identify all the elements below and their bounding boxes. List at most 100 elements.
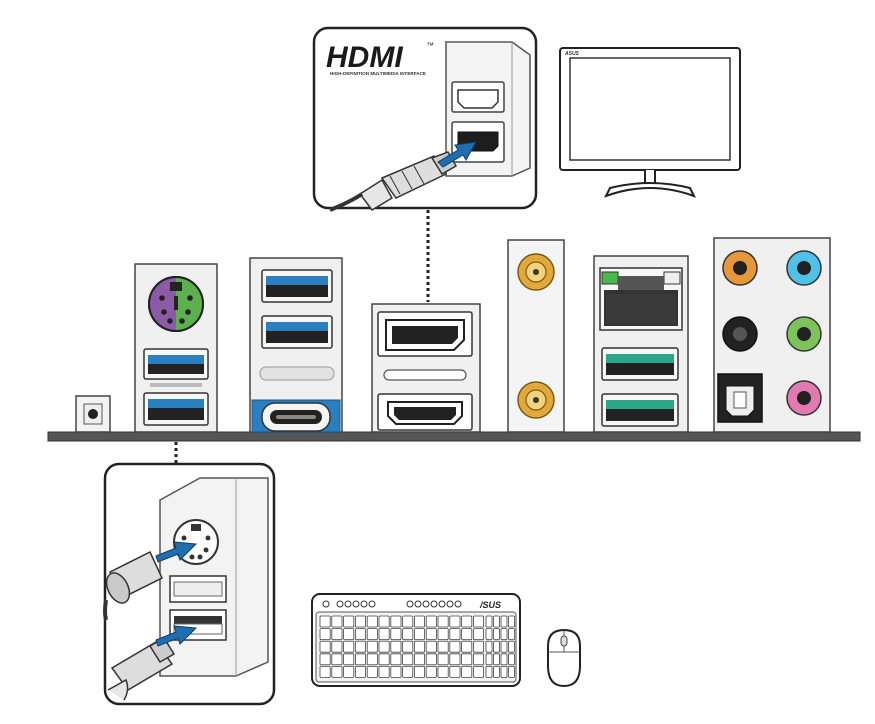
mouse-icon [547, 628, 581, 688]
hdmi-callout: HDMI ™ HIGH-DEFINITION MULTIMEDIA INTERF… [312, 26, 538, 212]
antenna-connector-icon [517, 253, 555, 291]
hdmi-arrow-icon [437, 141, 477, 168]
keyboard-key [437, 615, 449, 628]
audio-jack-icon [786, 380, 822, 416]
numpad-key [508, 615, 515, 628]
keyboard-key [437, 666, 449, 678]
keyboard-key [319, 628, 331, 640]
keyboard-key [354, 615, 366, 628]
ps2-arrow-icon [155, 541, 198, 563]
keyboard-key [331, 666, 343, 678]
keyboard-brand: /SUS [479, 600, 501, 610]
monitor-brand: ASUS [564, 51, 580, 57]
keyboard-key [461, 628, 473, 640]
hdmi-trademark: ™ [426, 41, 434, 50]
keyboard-key [378, 653, 390, 666]
motherboard-edge [47, 431, 861, 442]
keyboard-key [319, 615, 331, 628]
numpad-key [508, 653, 515, 666]
hdmi-logo-text: HDMI [326, 41, 403, 74]
keyboard-key [331, 615, 343, 628]
keyboard-key [343, 615, 355, 628]
keyboard-key [413, 653, 425, 666]
keyboard-key [402, 653, 414, 666]
keyboard-key [425, 666, 437, 678]
keyboard-key [461, 666, 473, 678]
numpad-key [493, 615, 500, 628]
keyboard-key [378, 640, 390, 653]
keyboard-key [366, 666, 378, 678]
keyboard-icon: /SUS [311, 593, 521, 687]
usb-a-port-icon [601, 347, 679, 381]
keyboard-key [378, 628, 390, 640]
audio-jack-icon [722, 316, 758, 352]
numpad-key [508, 640, 515, 653]
ethernet-port-icon [599, 267, 683, 331]
keyboard-key [390, 640, 402, 653]
numpad-key [500, 628, 508, 640]
antenna-connector-icon [517, 381, 555, 419]
keyboard-key [402, 666, 414, 678]
usb-a-port-icon [601, 393, 679, 427]
numpad-key [493, 666, 500, 678]
keyboard-key [366, 615, 378, 628]
audio-jack-icon [722, 250, 758, 286]
ps2-combo-port-icon [148, 276, 204, 332]
hdmi-tagline: HIGH-DEFINITION MULTIMEDIA INTERFACE [330, 71, 426, 76]
keyboard-key [366, 653, 378, 666]
keyboard-key [461, 640, 473, 653]
keyboard-key [413, 666, 425, 678]
keyboard-key [402, 615, 414, 628]
numpad-key [500, 666, 508, 678]
numpad-key [508, 628, 515, 640]
keyboard-key [331, 653, 343, 666]
rear-io-panel [47, 237, 861, 464]
numpad-key [485, 666, 493, 678]
keyboard-key [413, 615, 425, 628]
keyboard-key [413, 628, 425, 640]
keyboard-key [378, 615, 390, 628]
keyboard-key [413, 640, 425, 653]
video-output-module [371, 303, 481, 433]
numpad-key [508, 666, 515, 678]
keyboard-key [390, 615, 402, 628]
usb-a-port-icon [261, 315, 333, 349]
hdmi-port-icon [377, 393, 473, 431]
keyboard-key [472, 666, 484, 678]
keyboard-key [366, 628, 378, 640]
audio-module [713, 237, 831, 433]
keyboard-key [437, 628, 449, 640]
keyboard-key [472, 628, 484, 640]
keyboard-key [343, 653, 355, 666]
keyboard-key [449, 615, 461, 628]
numpad-key [500, 653, 508, 666]
numpad-key [493, 653, 500, 666]
keyboard-key [449, 666, 461, 678]
keyboard-key [343, 666, 355, 678]
numpad-key [485, 615, 493, 628]
keyboard-key [343, 640, 355, 653]
keyboard-key [402, 628, 414, 640]
optical-spdif-port-icon [717, 373, 763, 423]
keyboard-key [472, 615, 484, 628]
audio-jack-icon [786, 250, 822, 286]
usb-a-port-icon [143, 392, 209, 426]
keyboard-key [343, 628, 355, 640]
usb-a-port-icon [261, 269, 333, 303]
keyboard-key [354, 628, 366, 640]
displayport-icon [377, 311, 473, 357]
keyboard-key [425, 653, 437, 666]
keyboard-key [425, 615, 437, 628]
numpad-key [485, 628, 493, 640]
keyboard-key [319, 653, 331, 666]
keyboard-key [319, 640, 331, 653]
keyboard-key [449, 628, 461, 640]
ps2-usb-module [134, 263, 218, 433]
keyboard-key [472, 653, 484, 666]
keyboard-key [354, 640, 366, 653]
keyboard-key [331, 628, 343, 640]
keyboard-key [461, 615, 473, 628]
keyboard-key [319, 666, 331, 678]
keyboard-key [449, 653, 461, 666]
keyboard-key [390, 628, 402, 640]
